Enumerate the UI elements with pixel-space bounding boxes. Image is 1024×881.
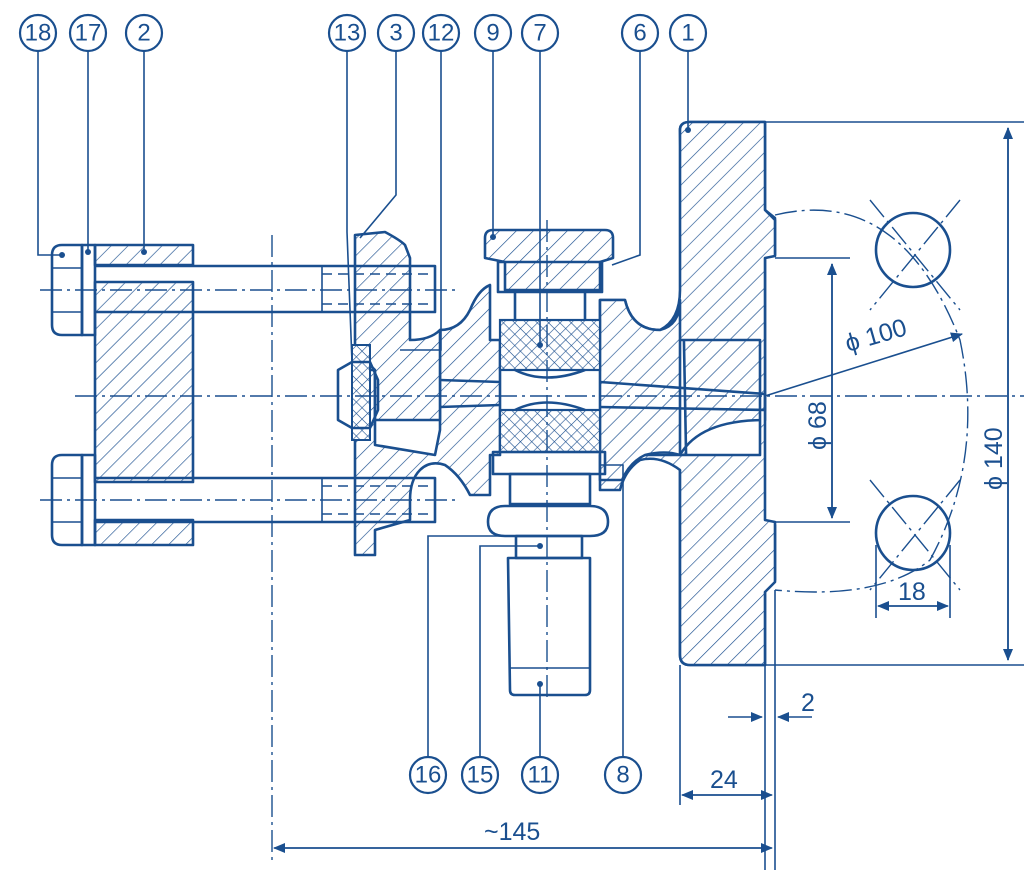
svg-text:2: 2 — [137, 20, 150, 47]
balloon-8: 8 — [603, 755, 643, 795]
svg-text:8: 8 — [616, 762, 629, 789]
balloon-18: 18 — [18, 13, 58, 53]
balloon-9: 9 — [473, 13, 513, 53]
leader-dots — [59, 127, 691, 687]
svg-text:12: 12 — [428, 20, 455, 47]
bolt-hole-top — [874, 211, 952, 289]
cover-plate — [93, 243, 195, 547]
dim-hole-18: 18 — [898, 578, 926, 606]
spindle-assembly — [483, 228, 615, 697]
balloon-12: 12 — [421, 13, 461, 53]
balloon-13: 13 — [327, 13, 367, 53]
center-nut — [336, 344, 380, 441]
bolt-hole-bottom — [874, 494, 952, 572]
balloon-15: 15 — [460, 755, 500, 795]
svg-text:3: 3 — [389, 20, 402, 47]
dim-diameter-100: ϕ 100 — [842, 314, 910, 358]
nozzle-passage — [599, 380, 767, 412]
inlet-passage — [439, 378, 501, 409]
balloon-7: 7 — [520, 13, 560, 53]
balloon-2: 2 — [124, 13, 164, 53]
center-lines — [40, 199, 1024, 860]
svg-text:9: 9 — [486, 20, 499, 47]
dim-diameter-68: ϕ 68 — [804, 401, 832, 450]
svg-text:1: 1 — [681, 20, 694, 47]
balloon-16: 16 — [408, 755, 448, 795]
balloon-6: 6 — [620, 13, 660, 53]
svg-text:13: 13 — [334, 20, 361, 47]
balloon-11: 11 — [520, 755, 560, 795]
balloon-17: 17 — [68, 13, 108, 53]
dim-overall-145: ~145 — [484, 818, 540, 846]
dim-gap-2: 2 — [801, 689, 815, 717]
leader-lines — [37, 50, 689, 757]
svg-text:16: 16 — [415, 762, 442, 789]
balloon-3: 3 — [376, 13, 416, 53]
balloon-1: 1 — [668, 13, 708, 53]
svg-text:6: 6 — [633, 20, 646, 47]
dim-flange-24: 24 — [710, 766, 738, 794]
dim-diameter-140: ϕ 140 — [980, 427, 1008, 490]
svg-text:11: 11 — [528, 762, 553, 789]
svg-text:15: 15 — [467, 762, 494, 789]
svg-text:17: 17 — [75, 20, 102, 47]
dimension-lines — [273, 121, 1024, 870]
svg-text:7: 7 — [533, 20, 546, 47]
svg-text:18: 18 — [25, 20, 52, 47]
